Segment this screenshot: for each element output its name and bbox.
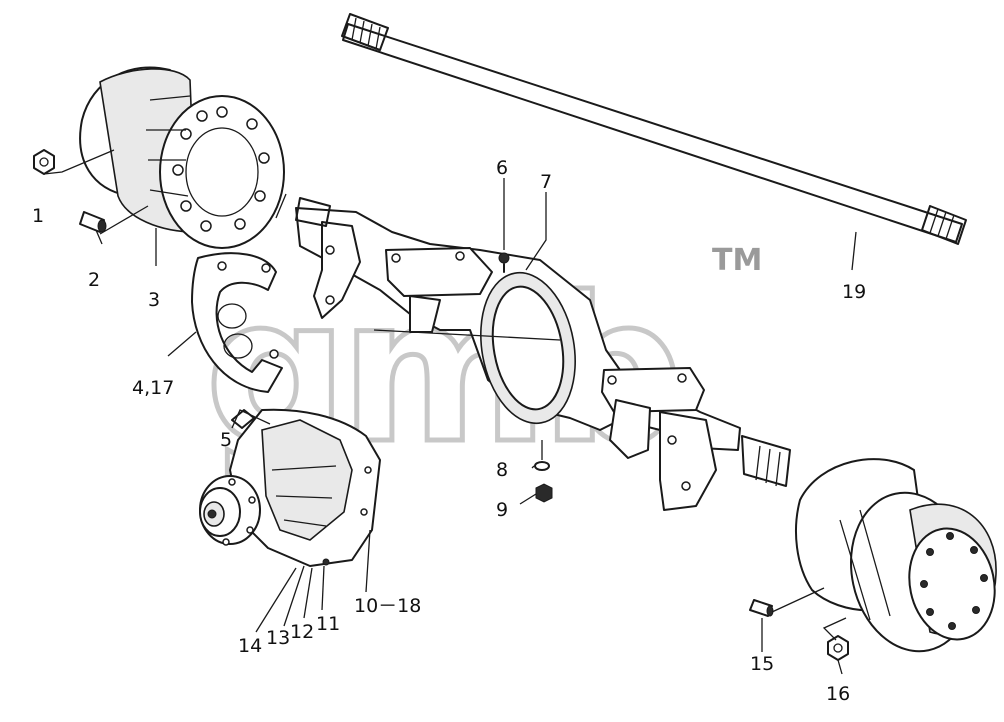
callout-19: 19 bbox=[842, 281, 866, 303]
callout-11: 11 bbox=[316, 613, 340, 635]
watermark-trademark: TM bbox=[712, 243, 762, 278]
callout-6: 6 bbox=[496, 157, 508, 179]
callout-2: 2 bbox=[88, 269, 100, 291]
brake-drum-left bbox=[79, 66, 285, 249]
wheel-bolt-left bbox=[79, 211, 107, 233]
leader-lines bbox=[43, 149, 857, 675]
axle-housing bbox=[275, 193, 791, 511]
callout-8: 8 bbox=[496, 459, 508, 481]
callout-10-18: 10－18 bbox=[354, 595, 421, 617]
callout-9: 9 bbox=[496, 499, 508, 521]
callout-15: 15 bbox=[750, 653, 774, 675]
callout-1: 1 bbox=[32, 205, 44, 227]
wheel-nut-right bbox=[827, 635, 849, 661]
brake-drum-right bbox=[795, 458, 997, 653]
callout-labels: 1 2 3 4,17 5 6 7 8 9 10－18 11 12 13 14 1… bbox=[32, 157, 866, 705]
breather-valve bbox=[498, 252, 510, 273]
brake-backing-plate bbox=[191, 252, 283, 393]
wheel-nut-left bbox=[33, 149, 55, 175]
callout-12: 12 bbox=[290, 621, 314, 643]
callout-13: 13 bbox=[266, 627, 290, 649]
callout-7: 7 bbox=[540, 171, 552, 193]
callout-5: 5 bbox=[220, 429, 232, 451]
wheel-bolt-right bbox=[749, 599, 774, 617]
axle-shaft bbox=[341, 13, 967, 245]
callout-4-17: 4,17 bbox=[132, 377, 174, 399]
callout-16: 16 bbox=[826, 683, 850, 705]
drain-washer bbox=[534, 461, 550, 471]
drain-plug bbox=[535, 483, 553, 503]
callout-14: 14 bbox=[238, 635, 262, 657]
callout-3: 3 bbox=[148, 289, 160, 311]
main-reducer-assembly bbox=[199, 408, 381, 567]
